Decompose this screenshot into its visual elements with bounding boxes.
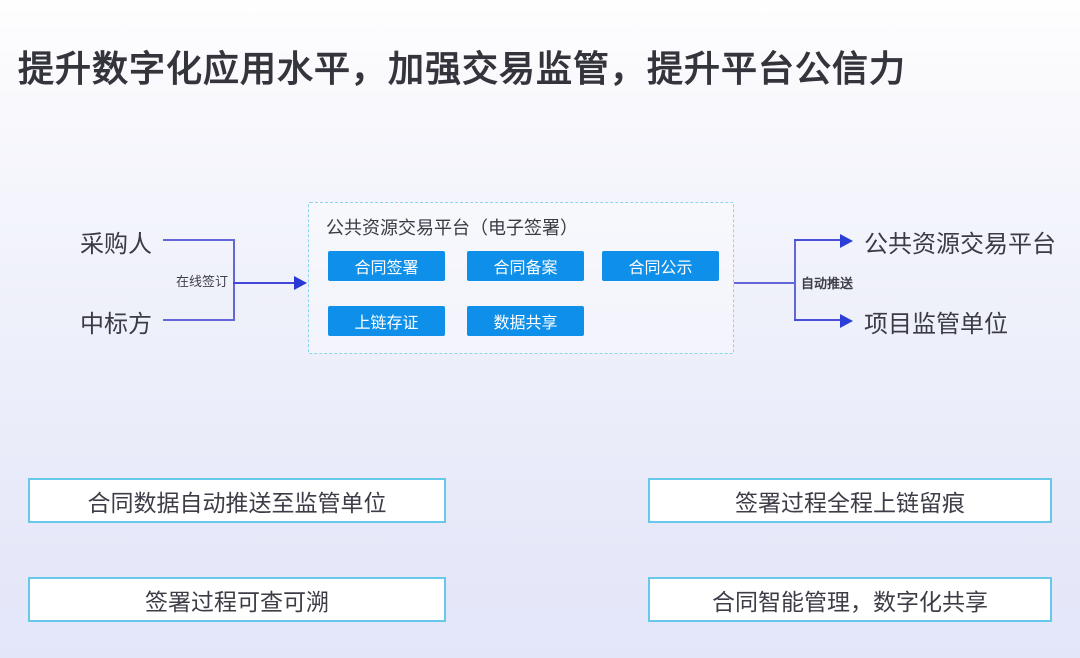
- connector-line-merge: [233, 239, 235, 321]
- feature-tag-contract-publicity: 合同公示: [602, 251, 719, 281]
- arrow-right-icon: [294, 276, 307, 290]
- benefit-box-traceable: 签署过程可查可溯: [28, 577, 446, 622]
- actor-purchaser: 采购人: [80, 231, 152, 258]
- auto-push-label: 自动推送: [801, 276, 854, 291]
- connector-line-to-trading-platform: [794, 239, 842, 241]
- arrow-right-icon: [840, 234, 853, 248]
- benefit-box-chain-trace: 签署过程全程上链留痕: [648, 478, 1052, 523]
- platform-box: 公共资源交易平台（电子签署） 合同签署 合同备案 合同公示 上链存证 数据共享: [308, 202, 734, 354]
- feature-tag-chain-evidence: 上链存证: [328, 306, 445, 336]
- feature-tag-data-sharing: 数据共享: [467, 306, 584, 336]
- connector-line-to-supervision: [794, 319, 842, 321]
- target-trading-platform: 公共资源交易平台: [864, 231, 1056, 258]
- connector-line-split: [794, 239, 796, 321]
- actor-winning-bidder: 中标方: [80, 311, 152, 338]
- feature-tag-contract-signing: 合同签署: [328, 251, 445, 281]
- feature-tag-contract-filing: 合同备案: [467, 251, 584, 281]
- connector-line-to-platform: [233, 282, 296, 284]
- connector-line-bidder: [163, 319, 234, 321]
- connector-line-purchaser: [163, 239, 234, 241]
- platform-title: 公共资源交易平台（电子签署）: [326, 218, 578, 238]
- arrow-right-icon: [840, 314, 853, 328]
- target-supervision-unit: 项目监管单位: [864, 311, 1008, 338]
- connector-line-out: [734, 282, 796, 284]
- page-title: 提升数字化应用水平，加强交易监管，提升平台公信力: [18, 48, 907, 89]
- benefit-box-smart-management: 合同智能管理，数字化共享: [648, 577, 1052, 622]
- online-signing-label: 在线签订: [176, 274, 229, 289]
- benefit-box-auto-push: 合同数据自动推送至监管单位: [28, 478, 446, 523]
